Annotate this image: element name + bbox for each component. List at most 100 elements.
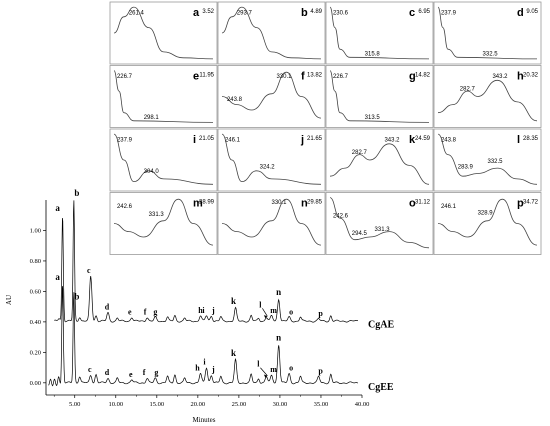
uv-spectrum-curve	[221, 6, 322, 60]
uv-spectrum-curve	[113, 198, 214, 246]
uv-panel-label: a	[193, 7, 200, 19]
peak-label: d	[105, 303, 110, 312]
x-tick-label: 20.00	[191, 401, 206, 408]
uv-lambda-max: 282.7	[460, 86, 476, 92]
uv-panel-frame	[217, 192, 326, 255]
peak-arrow-line	[262, 308, 268, 317]
uv-lambda-max: 293.7	[237, 10, 253, 16]
peak-label: m	[270, 306, 277, 315]
uv-lambda-max: 226.7	[333, 74, 349, 80]
uv-panel-label: j	[300, 134, 304, 146]
uv-panel-label: m	[193, 198, 203, 210]
uv-retention-time: 13.82	[307, 73, 323, 79]
uv-lambda-max: 331.3	[149, 212, 165, 218]
uv-lambda-max: 343.2	[492, 74, 508, 80]
uv-lambda-max: 313.5	[365, 115, 381, 121]
uv-panel-label: c	[409, 7, 415, 19]
peak-label: e	[128, 307, 132, 316]
uv-retention-time: 21.05	[199, 136, 215, 142]
peak-label: h	[195, 364, 200, 373]
uv-panel-frame	[325, 128, 434, 192]
uv-panel-frame	[109, 128, 218, 192]
uv-lambda-max: 294.5	[352, 231, 368, 237]
uv-panel-label: i	[193, 134, 196, 146]
uv-panel-label: e	[193, 71, 199, 83]
uv-spectrum-curve	[329, 70, 430, 123]
peak-label: g	[153, 307, 157, 316]
uv-retention-time: 4.89	[310, 9, 322, 15]
uv-retention-time: 24.59	[415, 136, 431, 142]
series-name: CgEE	[368, 382, 394, 393]
uv-lambda-max: 330.1	[272, 200, 288, 206]
uv-panel-label: b	[301, 7, 308, 19]
peak-label: o	[289, 364, 293, 373]
x-axis-label: Minutes	[193, 416, 216, 424]
y-tick-label: 0.00	[30, 380, 41, 387]
x-tick-label: 35.00	[314, 401, 329, 408]
peak-label: g	[154, 368, 158, 377]
uv-spectrum-curve	[437, 198, 538, 246]
uv-panel-label: o	[409, 198, 416, 210]
uv-panel-frame	[433, 192, 542, 255]
uv-lambda-max: 332.5	[488, 159, 504, 165]
uv-panel-frame	[325, 192, 434, 255]
uv-spectrum-curve	[221, 133, 322, 185]
series-line	[54, 200, 359, 323]
uv-spectrum-curve	[113, 70, 214, 123]
uv-retention-time: 34.72	[523, 200, 539, 206]
uv-panel-label: d	[517, 7, 524, 19]
uv-retention-time: 29.85	[307, 200, 323, 206]
x-tick-label: 15.00	[149, 401, 164, 408]
y-tick-label: 1.00	[30, 228, 41, 235]
uv-spectrum-curve	[437, 6, 538, 60]
uv-retention-time: 14.82	[415, 73, 431, 79]
peak-label: f	[143, 368, 146, 377]
peak-label: o	[289, 307, 293, 316]
uv-spectrum-curve	[221, 71, 322, 119]
uv-retention-time: 11.95	[199, 73, 214, 79]
x-tick-label: 5.00	[69, 401, 80, 408]
peak-label: c	[87, 266, 91, 275]
uv-panel-label: l	[517, 134, 520, 146]
y-tick-label: 0.20	[30, 350, 41, 357]
peak-label: i	[203, 358, 206, 367]
peak-label: d	[105, 368, 110, 377]
uv-retention-time: 31.12	[415, 200, 431, 206]
uv-panel-label: h	[517, 71, 524, 83]
y-tick-label: 0.40	[30, 319, 41, 326]
peak-label: i	[202, 306, 205, 315]
peak-label: p	[318, 367, 323, 376]
uv-retention-time: 21.65	[307, 136, 323, 142]
x-tick-label: 40.00	[355, 401, 370, 408]
uv-lambda-max: 282.7	[352, 150, 368, 156]
uv-retention-time: 28.99	[199, 200, 215, 206]
x-tick-label: 25.00	[232, 401, 247, 408]
uv-lambda-max: 324.2	[260, 164, 276, 170]
uv-panel-frame	[109, 65, 218, 128]
uv-panel-frame	[109, 1, 218, 65]
uv-spectrum-curve	[329, 143, 430, 185]
peak-label: m	[270, 365, 277, 374]
uv-lambda-max: 304.0	[144, 169, 160, 175]
uv-lambda-max: 298.1	[144, 115, 160, 121]
y-tick-label: 0.60	[30, 289, 41, 296]
uv-lambda-max: 315.8	[365, 52, 381, 58]
uv-lambda-max: 230.6	[333, 10, 349, 16]
uv-panel-frame	[325, 65, 434, 128]
